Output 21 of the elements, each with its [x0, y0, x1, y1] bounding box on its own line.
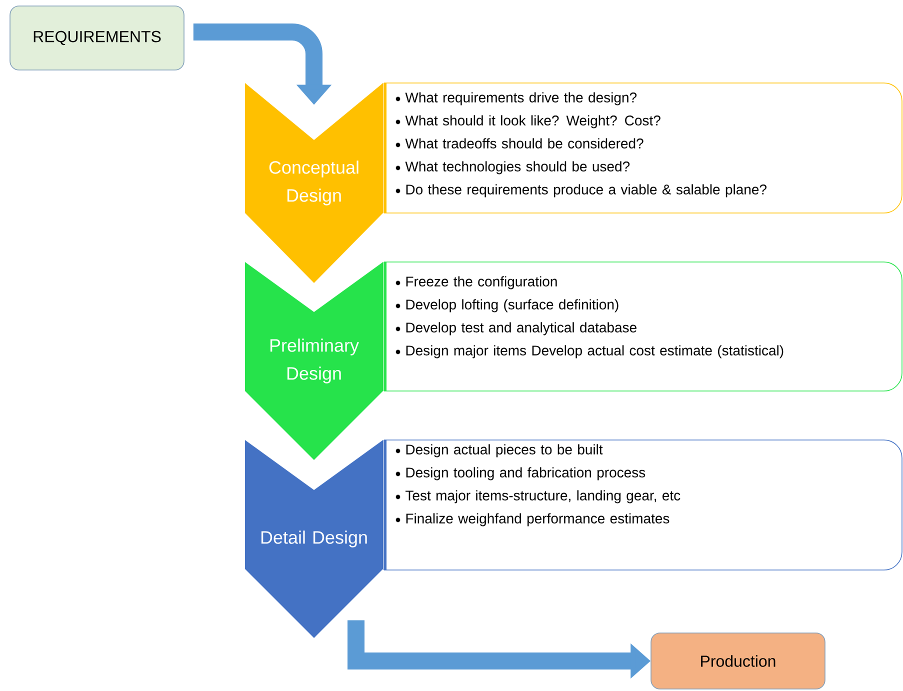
process-box: REQUIREMENTS: [10, 6, 184, 70]
node-label: Preliminary Design: [270, 338, 359, 384]
bullet-item: Do these requirements produce a viable & salable plane?: [406, 184, 766, 198]
bullet-item: Design major items Develop actual cost estimate (statistical): [406, 345, 784, 358]
bullet-item: Design tooling and fabrication process: [406, 467, 646, 480]
bullet-item: Freeze the configuration: [406, 276, 557, 290]
bullet-item: What technologies should be used?: [405, 161, 630, 174]
node-label: Detail Design: [261, 530, 367, 548]
text-box: [384, 440, 902, 570]
bullet-item: Test major items-structure, landing gear, etc: [406, 490, 680, 504]
bullet-item: What tradeoffs should be considered?: [405, 138, 644, 148]
bullet-item: Design actual pieces to be built: [406, 444, 603, 458]
bullet-item: Develop lofting (surface definition): [406, 299, 618, 312]
text-box: [384, 82, 902, 214]
text-box: [384, 262, 902, 392]
process-box: Production: [650, 632, 826, 690]
bullet-item: Finalize weighfand performance estimates: [406, 513, 670, 526]
bullet-item: Develop test and analytical database: [406, 322, 636, 336]
bullet-item: What should it look like? Weight? Cost?: [405, 115, 660, 128]
node-label: Conceptual Design: [269, 160, 358, 206]
bullet-item: What requirements drive the design?: [405, 92, 637, 106]
